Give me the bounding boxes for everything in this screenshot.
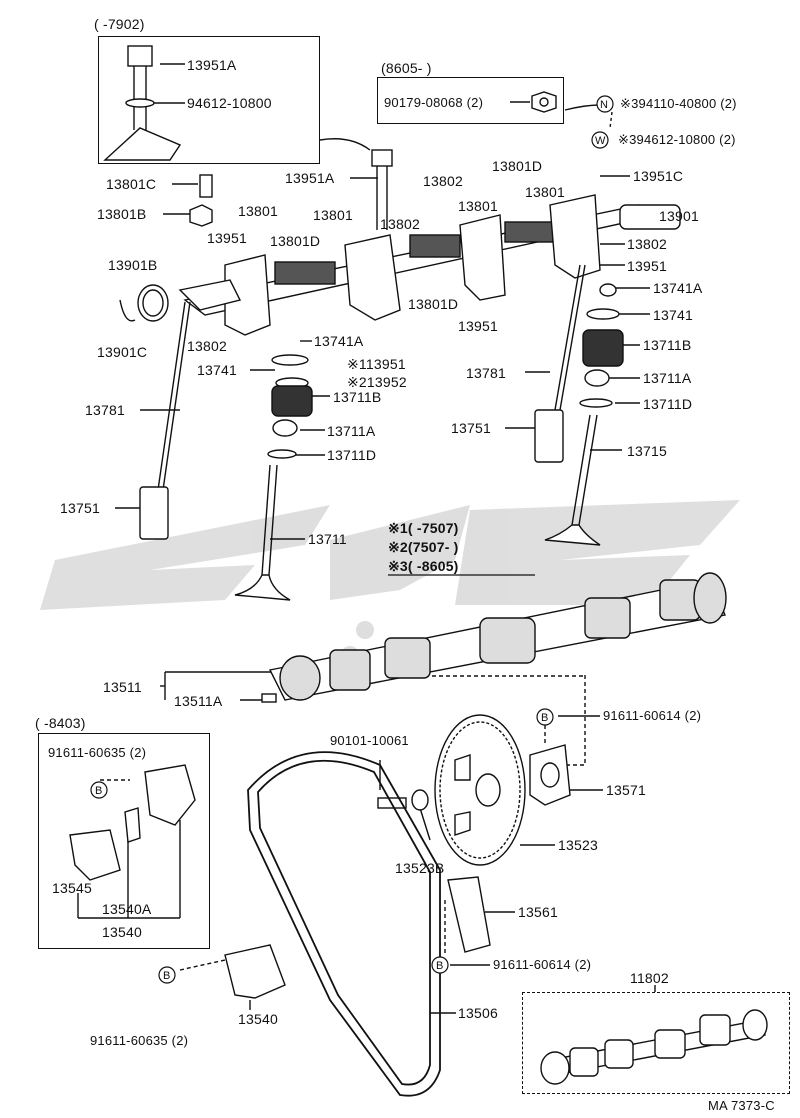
part-label: ※394612-10800 (2): [618, 132, 736, 147]
part-label: ※113951: [347, 356, 406, 372]
part-label: 13523: [558, 837, 598, 853]
cam-sprocket-drawing: [377, 714, 571, 866]
part-label: 13951: [627, 258, 667, 274]
part-label: 13801C: [106, 176, 157, 192]
part-label: 13511A: [174, 693, 223, 709]
range-box-8605: [377, 77, 564, 124]
part-label: 13711A: [327, 423, 376, 439]
rocker-bolt-drawing: [103, 45, 182, 161]
part-label: 13711B: [333, 389, 382, 405]
footnote: ※1( -7507): [388, 520, 459, 536]
shaft-spring-drawing: [119, 284, 169, 322]
part-label: 13951A: [285, 170, 335, 186]
rocker-shaft-drawing: [178, 194, 681, 336]
part-label: 13711: [308, 531, 347, 547]
part-label: 13741A: [653, 280, 703, 296]
camshaft-assembly-box: [522, 992, 790, 1094]
part-label: 13801: [525, 184, 565, 200]
part-label: 13781: [85, 402, 125, 418]
part-label: 13545: [52, 880, 92, 896]
range-label-7902: ( -7902): [94, 16, 145, 32]
badge-letter: B: [541, 712, 549, 724]
part-label: 13951A: [187, 57, 237, 73]
part-label: 13801B: [97, 206, 147, 222]
part-label: 13801D: [270, 233, 321, 249]
part-label: 13901B: [108, 257, 158, 273]
part-label: 13901C: [97, 344, 148, 360]
part-label: 13801D: [408, 296, 459, 312]
range-box-8403: [38, 733, 210, 949]
part-label: 13711B: [643, 337, 692, 353]
part-label: 13741: [197, 362, 237, 378]
part-label: 13741: [653, 307, 693, 323]
part-label: 13715: [627, 443, 667, 459]
part-label: 13802: [187, 338, 227, 354]
part-label: 13802: [423, 173, 463, 189]
part-label: 13801: [238, 203, 278, 219]
chain-guide-drawing: [224, 876, 491, 999]
part-label: 13801D: [492, 158, 543, 174]
part-label: 13711A: [643, 370, 692, 386]
part-label: 91611-60614 (2): [603, 708, 702, 723]
diagram-code: MA 7373-C: [708, 1098, 775, 1113]
left-valve-assembly-drawing: [234, 354, 313, 601]
part-label: 13801: [313, 207, 353, 223]
part-label: 13711D: [643, 396, 693, 412]
part-label: 13901: [659, 208, 699, 224]
part-label: 11802: [630, 970, 669, 986]
camshaft-drawing: [261, 572, 727, 703]
part-label: 91611-60614 (2): [493, 957, 592, 972]
part-label: ※213952: [347, 374, 407, 390]
range-label-8605: (8605- ): [381, 60, 432, 76]
part-label: 13540: [238, 1011, 278, 1027]
part-label: 91611-60635 (2): [90, 1033, 189, 1048]
right-valve-assembly-drawing: [544, 283, 624, 546]
part-label: 13741A: [314, 333, 364, 349]
part-label: 13951: [207, 230, 247, 246]
part-label: 13571: [606, 782, 646, 798]
range-label-8403: ( -8403): [35, 715, 86, 731]
part-label: 91611-60635 (2): [48, 745, 147, 760]
part-label: 94612-10800: [187, 95, 272, 111]
part-label: 90179-08068 (2): [384, 95, 484, 110]
part-label: 13751: [451, 420, 491, 436]
watermark-logo: [40, 500, 740, 664]
part-label: 13751: [60, 500, 100, 516]
tensioner-drawing: [69, 764, 196, 881]
part-label: 13802: [380, 216, 420, 232]
footnote: ※2(7507- ): [388, 539, 459, 555]
part-label: ※394110-40800 (2): [620, 96, 737, 111]
badge-letter: W: [595, 135, 606, 147]
range-box-7902: [98, 36, 320, 164]
part-label: 90101-10061: [330, 733, 409, 748]
badge-letter: N: [600, 99, 609, 111]
badge-letter: B: [163, 970, 171, 982]
part-label: 13506: [458, 1005, 498, 1021]
pushrods-drawing: [139, 264, 586, 540]
part-label: 13711D: [327, 447, 377, 463]
part-label: 13523B: [395, 860, 445, 876]
part-label: 13540A: [102, 901, 152, 917]
nut-drawing: [531, 91, 557, 113]
part-label: 13561: [518, 904, 558, 920]
part-label: 13511: [103, 679, 142, 695]
badge-letter: B: [95, 785, 103, 797]
footnote: ※3( -8605): [388, 558, 459, 574]
part-label: 13781: [466, 365, 506, 381]
part-label: 13951C: [633, 168, 684, 184]
timing-chain-drawing: [247, 751, 441, 1097]
part-label: 13802: [627, 236, 667, 252]
rocker-bolt-mid-drawing: [371, 149, 393, 230]
part-label: 13801: [458, 198, 498, 214]
badge-letter: B: [436, 960, 444, 972]
part-label: 13540: [102, 924, 142, 940]
adjust-screw-drawing: [189, 174, 213, 227]
camshaft-assembly-drawing: [540, 1009, 768, 1085]
part-label: 13951: [458, 318, 498, 334]
